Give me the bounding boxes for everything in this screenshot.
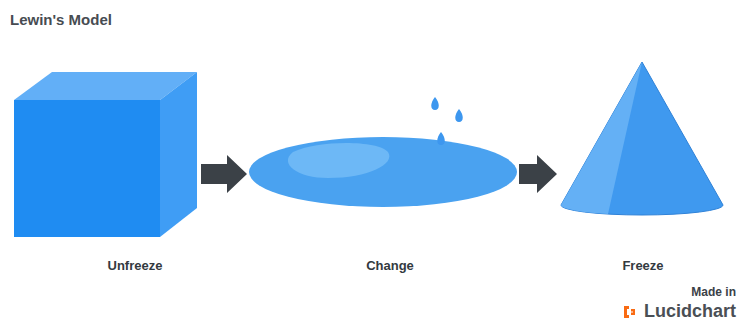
freeze-cone: Freeze bbox=[558, 60, 724, 280]
stage-label: Freeze bbox=[622, 258, 663, 274]
lucid-logo bbox=[622, 303, 642, 321]
diagram-title: Lewin's Model bbox=[10, 11, 112, 28]
block-arrow bbox=[201, 155, 247, 193]
watermark-brand: Lucidchart bbox=[644, 301, 736, 321]
stage-label: Unfreeze bbox=[108, 258, 163, 274]
cone-shape bbox=[558, 60, 724, 220]
unfreeze-cube: Unfreeze bbox=[14, 72, 200, 280]
watermark-text: Made in bbox=[691, 285, 736, 299]
change-puddle: Change bbox=[248, 100, 518, 280]
puddle-shape bbox=[248, 100, 518, 210]
stage-label: Change bbox=[366, 258, 414, 274]
block-arrow bbox=[519, 155, 557, 193]
cube-shape bbox=[14, 72, 200, 238]
